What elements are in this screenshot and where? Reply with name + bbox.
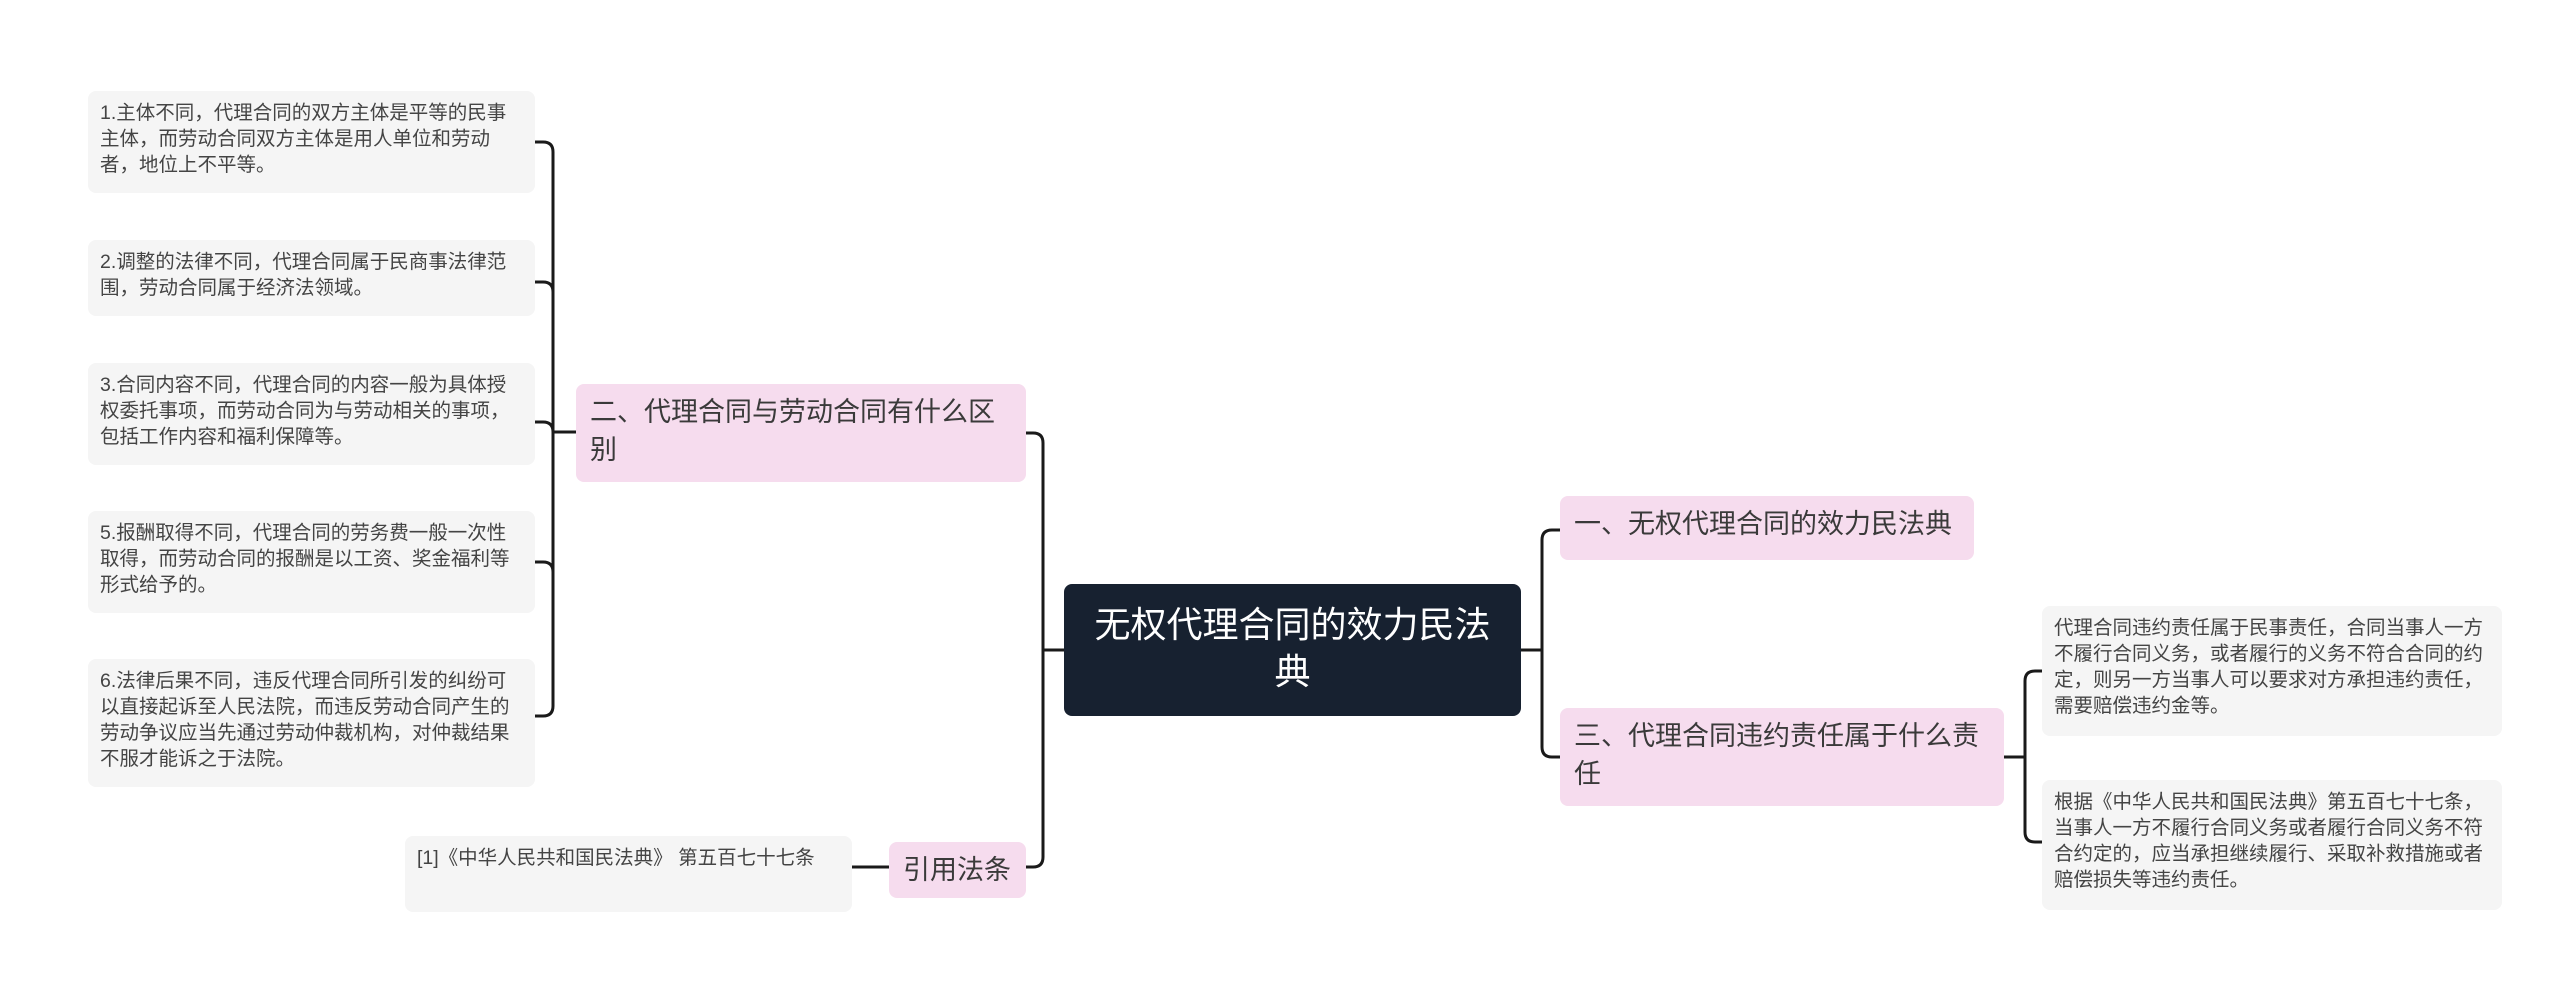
leaf-citation[interactable]: [1]《中华人民共和国民法典》 第五百七十七条: [405, 836, 852, 912]
branch-citation[interactable]: 引用法条: [889, 842, 1026, 898]
leaf-liability-nature[interactable]: 代理合同违约责任属于民事责任，合同当事人一方不履行合同义务，或者履行的义务不符合…: [2042, 606, 2502, 736]
branch-differences[interactable]: 二、代理合同与劳动合同有什么区别: [576, 384, 1026, 482]
branch-liability[interactable]: 三、代理合同违约责任属于什么责任: [1560, 708, 2004, 806]
leaf-difference-payment[interactable]: 5.报酬取得不同，代理合同的劳务费一般一次性取得，而劳动合同的报酬是以工资、奖金…: [88, 511, 535, 613]
leaf-difference-subject[interactable]: 1.主体不同，代理合同的双方主体是平等的民事主体，而劳动合同双方主体是用人单位和…: [88, 91, 535, 193]
leaf-difference-consequence[interactable]: 6.法律后果不同，违反代理合同所引发的纠纷可以直接起诉至人民法院，而违反劳动合同…: [88, 659, 535, 787]
leaf-difference-law[interactable]: 2.调整的法律不同，代理合同属于民商事法律范围，劳动合同属于经济法领域。: [88, 240, 535, 316]
leaf-difference-content[interactable]: 3.合同内容不同，代理合同的内容一般为具体授权委托事项，而劳动合同为与劳动相关的…: [88, 363, 535, 465]
branch-validity[interactable]: 一、无权代理合同的效力民法典: [1560, 496, 1974, 560]
leaf-liability-civil-code[interactable]: 根据《中华人民共和国民法典》第五百七十七条，当事人一方不履行合同义务或者履行合同…: [2042, 780, 2502, 910]
root-node[interactable]: 无权代理合同的效力民法典: [1064, 584, 1521, 716]
